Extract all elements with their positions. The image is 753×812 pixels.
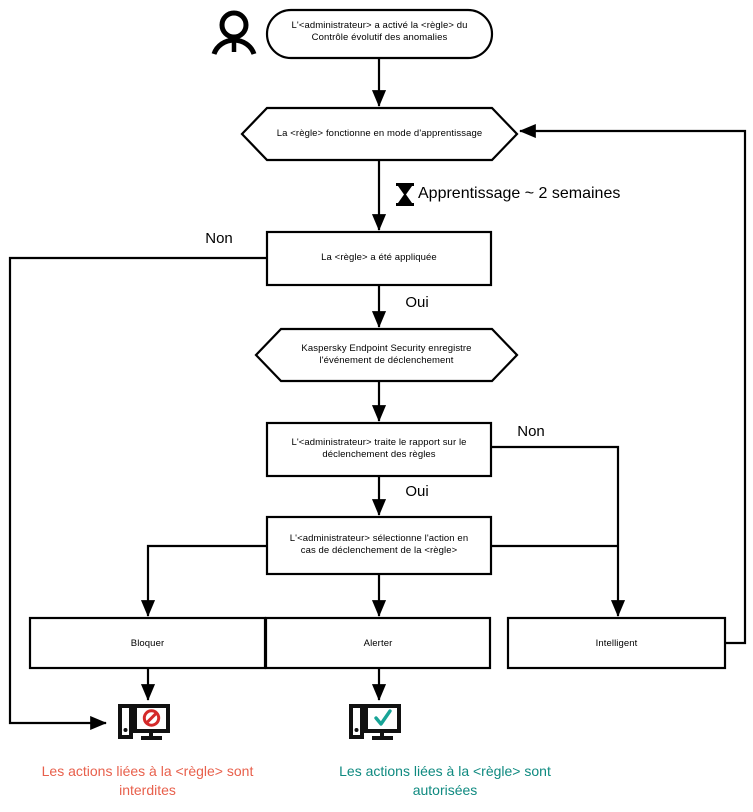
- edge-label-rule-applied-no: Non: [205, 230, 233, 247]
- node-admin-report-label: L'<administrateur> traite le rapport sur…: [291, 437, 467, 460]
- edge-rule-applied-no: [8, 256, 267, 731]
- node-kes-shape: [254, 327, 519, 383]
- learning-duration-label: Apprentissage ~ 2 semaines: [418, 185, 621, 202]
- edge-smart-loop-back: [519, 123, 747, 645]
- node-admin-action-label: L'<administrateur> sélectionne l'action …: [289, 533, 469, 556]
- node-start-label: L'<administrateur> a activé la <règle> d…: [291, 20, 468, 43]
- edge-label-rule-applied-yes: Oui: [405, 294, 429, 311]
- edge-label-report-no: Non: [517, 423, 545, 440]
- node-smart-label: Intelligent: [595, 638, 638, 649]
- hourglass-icon: [396, 183, 414, 206]
- node-learning-shape: [240, 106, 519, 162]
- caption-allowed: Les actions liées à la <règle> sont auto…: [339, 763, 551, 798]
- monitor-allowed-icon: [349, 704, 401, 740]
- node-learning-label: La <règle> fonctionne en mode d'apprenti…: [276, 128, 483, 139]
- caption-forbidden: Les actions liées à la <règle> sont inte…: [41, 763, 254, 798]
- node-block-label: Bloquer: [130, 638, 165, 649]
- edge-label-report-yes: Oui: [405, 483, 429, 500]
- monitor-blocked-icon: [118, 704, 170, 740]
- edge-action-to-block: [140, 544, 267, 617]
- node-alert-label: Alerter: [363, 638, 393, 649]
- node-rule-applied-label: La <règle> a été appliquée: [321, 252, 437, 263]
- person-icon: [211, 10, 257, 55]
- edge-report-no: [491, 445, 626, 617]
- node-kes-label: Kaspersky Endpoint Security enregistre l…: [301, 343, 472, 366]
